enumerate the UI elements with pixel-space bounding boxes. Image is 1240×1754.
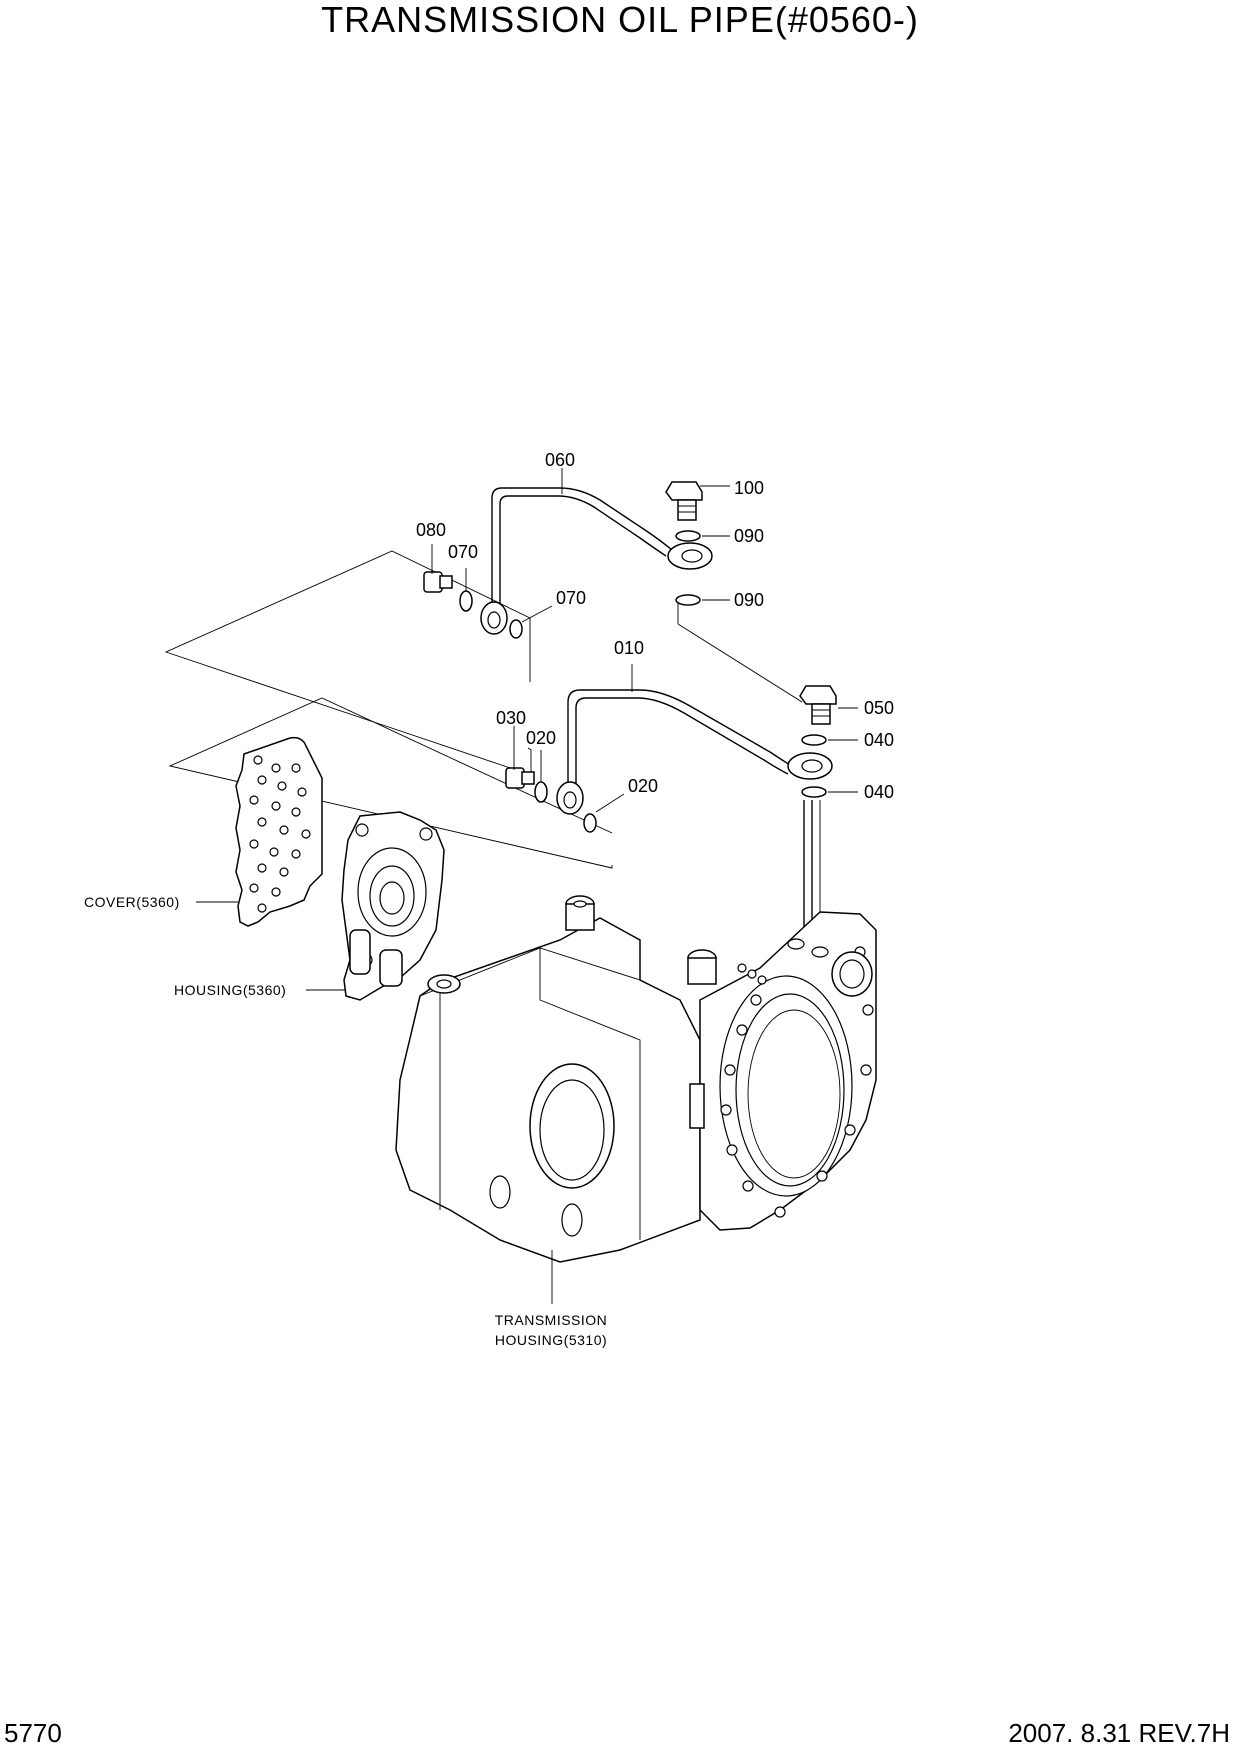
leader-lines bbox=[196, 468, 858, 1304]
bolt-100 bbox=[665, 481, 703, 521]
label-020-lower: 020 bbox=[628, 776, 658, 796]
cover-reference-label: COVER(5360) bbox=[84, 894, 180, 910]
pipe-060 bbox=[480, 487, 713, 635]
page-number: 5770 bbox=[4, 1718, 62, 1748]
revision-stamp: 2007. 8.31 REV.7H bbox=[1008, 1718, 1230, 1748]
cover-plate bbox=[235, 736, 323, 927]
label-090-upper: 090 bbox=[734, 526, 764, 546]
label-050: 050 bbox=[864, 698, 894, 718]
cover-bolt-holes bbox=[249, 755, 311, 913]
label-070-lower: 070 bbox=[556, 588, 586, 608]
plug-030 bbox=[505, 767, 535, 789]
part-number-labels: 060 080 070 070 100 090 090 010 030 020 … bbox=[416, 450, 894, 802]
label-060: 060 bbox=[545, 450, 575, 470]
label-040-upper: 040 bbox=[864, 730, 894, 750]
plug-080 bbox=[423, 571, 453, 593]
pipe-010 bbox=[556, 689, 833, 815]
transmission-housing bbox=[395, 895, 877, 1263]
diagram-title: TRANSMISSION OIL PIPE(#0560-) bbox=[321, 0, 919, 40]
label-040-lower: 040 bbox=[864, 782, 894, 802]
o-rings bbox=[459, 530, 827, 833]
label-010: 010 bbox=[614, 638, 644, 658]
label-080: 080 bbox=[416, 520, 446, 540]
reference-labels: COVER(5360) HOUSING(5360) TRANSMISSION H… bbox=[84, 894, 607, 1348]
housing-reference-label: HOUSING(5360) bbox=[174, 982, 286, 998]
label-070-upper: 070 bbox=[448, 542, 478, 562]
label-020-upper: 020 bbox=[526, 728, 556, 748]
label-090-lower: 090 bbox=[734, 590, 764, 610]
transmission-housing-label-line2: HOUSING(5310) bbox=[495, 1332, 607, 1348]
label-100: 100 bbox=[734, 478, 764, 498]
transmission-housing-label-line1: TRANSMISSION bbox=[495, 1312, 608, 1328]
label-030: 030 bbox=[496, 708, 526, 728]
bolt-050 bbox=[799, 685, 837, 725]
valve-housing bbox=[341, 811, 445, 1001]
